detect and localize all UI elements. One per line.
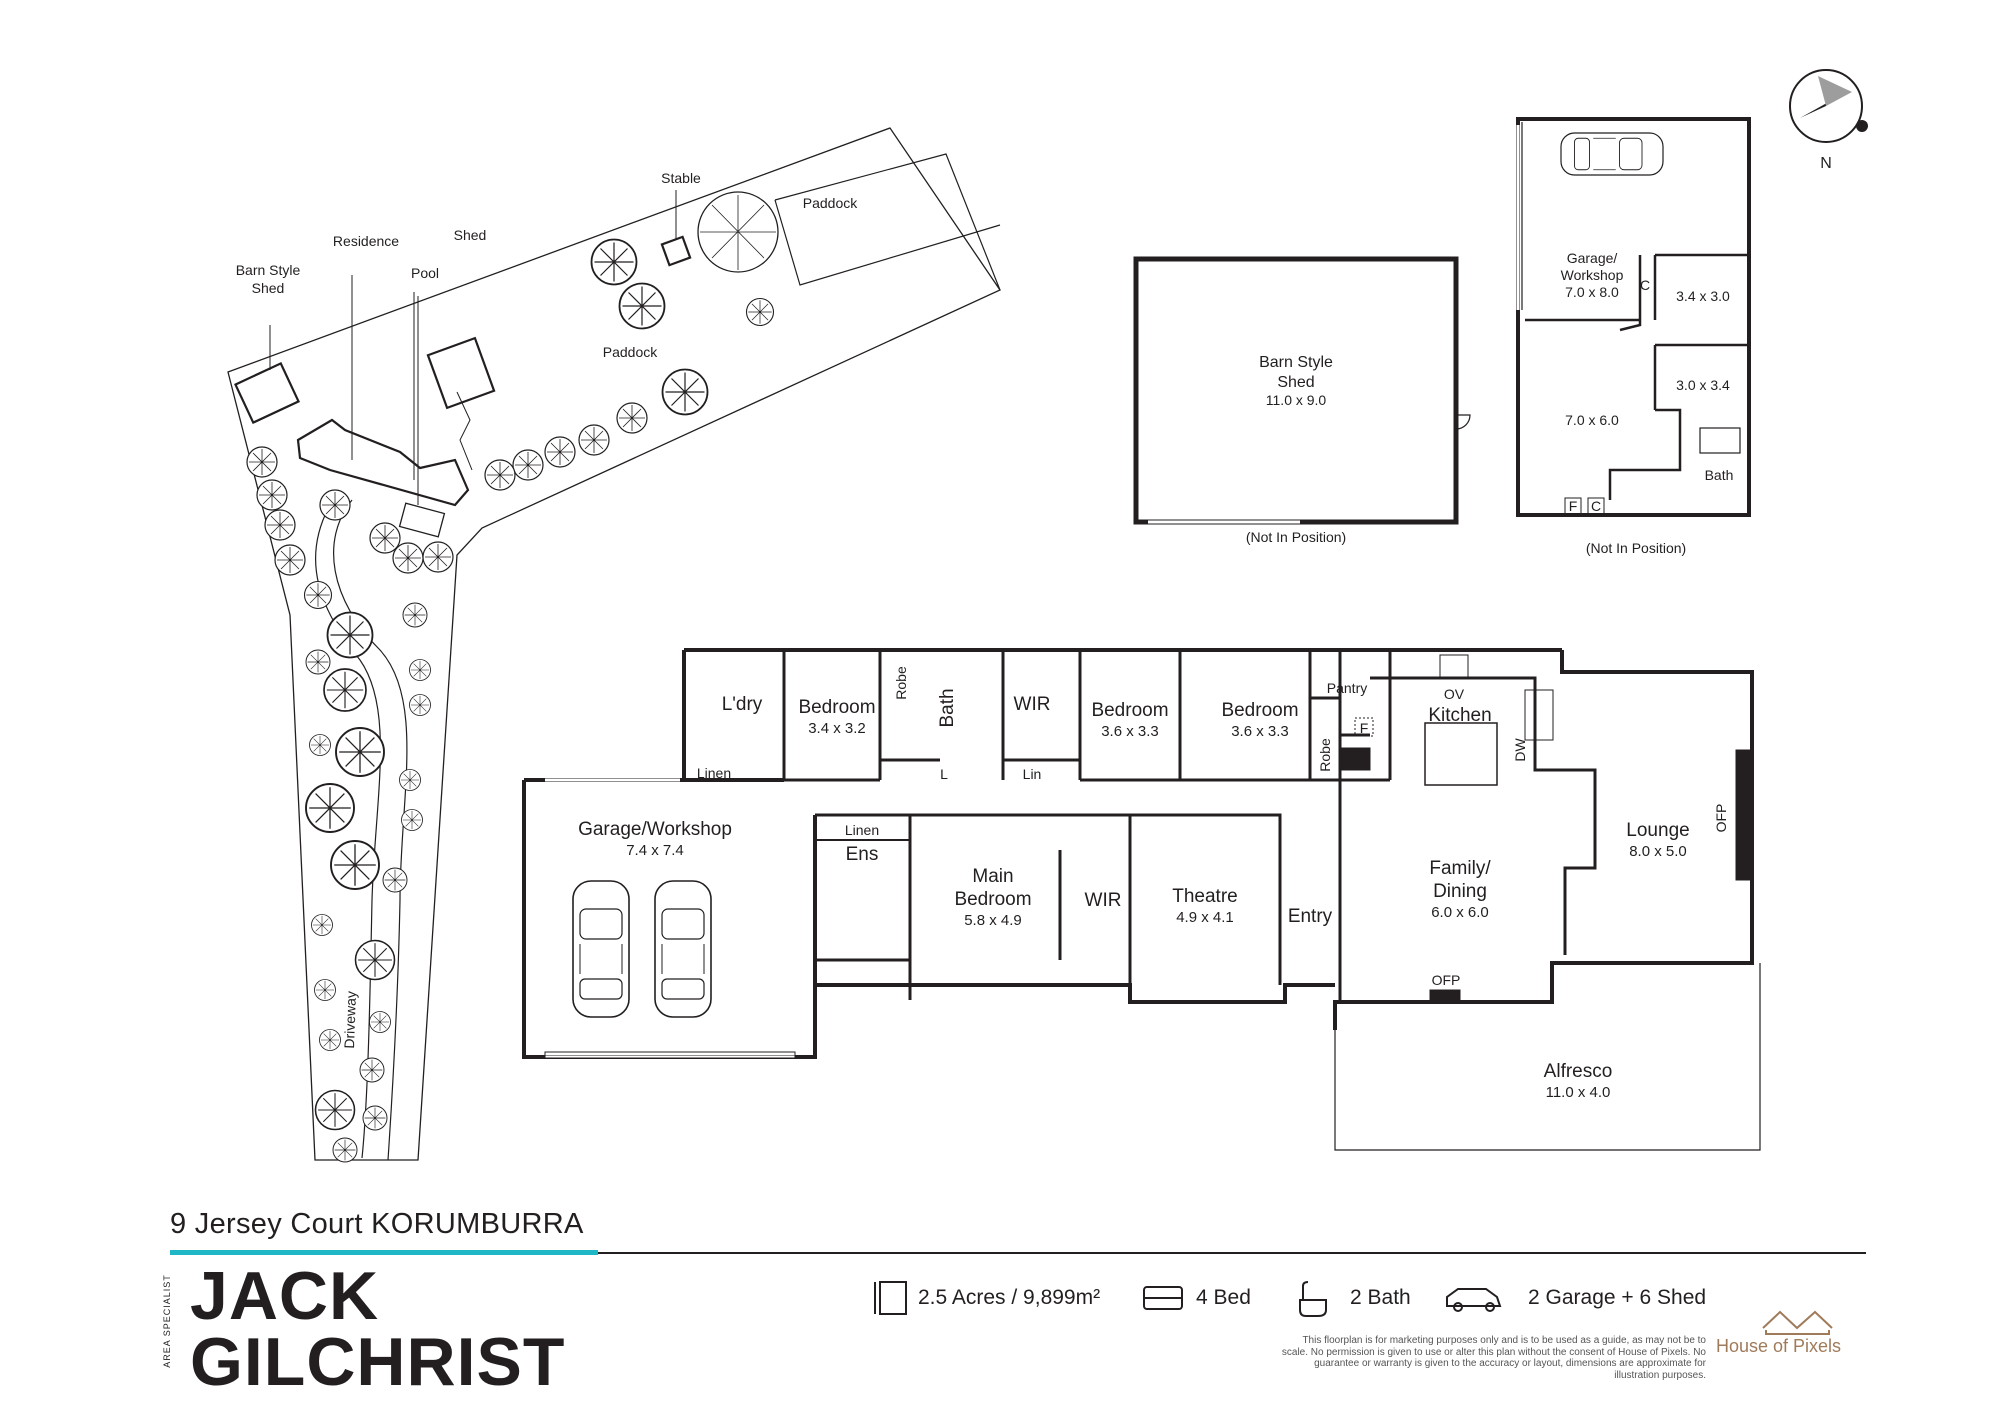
paddock-mid-label: Paddock	[603, 344, 658, 360]
house-cars	[572, 880, 712, 1018]
ofp-side-label: OFP	[1713, 804, 1729, 833]
bedroom-3-label: Bedroom	[1221, 700, 1298, 721]
garage-room-a-dims: 3.4 x 3.0	[1676, 288, 1730, 304]
main-bedroom-label-2: Bedroom	[954, 889, 1031, 910]
site-boundary	[227, 127, 1001, 1161]
bedroom-2-label: Bedroom	[1091, 700, 1168, 721]
wir-2-label: WIR	[1085, 890, 1122, 911]
pool-label: Pool	[411, 265, 439, 281]
garage-building-car	[1560, 132, 1664, 176]
pantry-label: Pantry	[1327, 680, 1367, 696]
theatre-label: Theatre	[1172, 886, 1237, 907]
garage-building-dims: 7.0 x 8.0	[1565, 284, 1619, 300]
barn-shed-label-2: Shed	[252, 280, 285, 296]
bedroom-1-dims: 3.4 x 3.2	[808, 720, 866, 737]
fridge-label: F	[1360, 720, 1369, 736]
garage-building-plan: Garage/ Workshop 7.0 x 8.0 3.4 x 3.0 3.0…	[1516, 117, 1751, 556]
alfresco-label: Alfresco	[1544, 1061, 1613, 1082]
family-label-2: Dining	[1433, 881, 1487, 902]
bath-icon	[1299, 1281, 1327, 1317]
garage-label: Garage/Workshop	[578, 819, 732, 840]
land-size-stat: 2.5 Acres / 9,899m²	[918, 1286, 1101, 1309]
baths-stat: 2 Bath	[1350, 1286, 1411, 1309]
oven-label: OV	[1444, 686, 1465, 702]
compass-label: N	[1820, 155, 1832, 172]
theatre-dims: 4.9 x 4.1	[1176, 909, 1234, 926]
garage-building-name-1: Garage/	[1567, 250, 1618, 266]
bedroom-1-label: Bedroom	[798, 697, 875, 718]
agent-name: JACK GILCHRIST	[190, 1258, 566, 1400]
garage-building-note: (Not In Position)	[1586, 540, 1686, 556]
house-of-pixels-logo	[1762, 1310, 1833, 1335]
house-room-labels: L'dry Linen Bedroom 3.4 x 3.2 Robe Bath …	[578, 666, 1729, 1101]
garage-building-name-2: Workshop	[1561, 267, 1624, 283]
paddock-top-label: Paddock	[803, 195, 858, 211]
agent-tag-text: AREA SPECIALIST	[162, 1274, 172, 1368]
laundry-label: L'dry	[722, 694, 763, 715]
stable-label: Stable	[661, 170, 701, 186]
footer-accent-bar	[170, 1250, 598, 1255]
driveway-label: Driveway	[341, 991, 359, 1049]
site-trees	[246, 191, 779, 1163]
shed-label: Shed	[454, 227, 487, 243]
bedroom-3-dims: 3.6 x 3.3	[1231, 723, 1289, 740]
garage-cupboard2-label: C	[1591, 498, 1601, 514]
family-dims: 6.0 x 6.0	[1431, 904, 1489, 921]
barn-shed-name-1: Barn Style	[1259, 354, 1333, 371]
agent-last-name: GILCHRIST	[190, 1324, 566, 1400]
barn-shed-note: (Not In Position)	[1246, 529, 1346, 545]
lounge-label: Lounge	[1626, 820, 1689, 841]
compass: N	[1789, 69, 1868, 172]
site-labels: Stable Paddock Paddock Residence Shed Po…	[236, 170, 859, 1049]
dishwasher-label: DW	[1512, 738, 1528, 762]
barn-shed-label-1: Barn Style	[236, 262, 301, 278]
robe-1-label: Robe	[893, 666, 909, 700]
house-plan	[522, 648, 1761, 1151]
brand-name: House of Pixels	[1716, 1336, 1842, 1356]
garage-room-b-dims: 3.0 x 3.4	[1676, 377, 1730, 393]
linen-cupboard-label: L	[940, 766, 948, 782]
garage-cupboard-label: C	[1640, 277, 1650, 293]
property-address: 9 Jersey Court KORUMBURRA	[170, 1208, 584, 1240]
garage-dims: 7.4 x 7.4	[626, 842, 684, 859]
land-size-icon	[874, 1281, 907, 1315]
wir-1-label: WIR	[1014, 694, 1051, 715]
garage-room-c-dims: 7.0 x 6.0	[1565, 412, 1619, 428]
bath-label: Bath	[937, 688, 958, 727]
alfresco-dims: 11.0 x 4.0	[1546, 1084, 1611, 1101]
lin-label: Lin	[1023, 766, 1042, 782]
agent-tag: AREA SPECIALIST	[156, 1272, 178, 1382]
agent-first-name: JACK	[190, 1258, 380, 1334]
parking-stat: 2 Garage + 6 Shed	[1528, 1286, 1707, 1309]
site-plan	[227, 127, 1001, 1161]
beds-stat: 4 Bed	[1196, 1286, 1251, 1309]
linen-label-2: Linen	[845, 822, 879, 838]
bed-icon	[1143, 1286, 1183, 1310]
footer-divider	[170, 1252, 1866, 1254]
barn-shed-name-2: Shed	[1277, 374, 1314, 391]
car-icon	[1446, 1288, 1502, 1312]
family-label-1: Family/	[1429, 858, 1491, 879]
residence-label: Residence	[333, 233, 399, 249]
robe-2-label: Robe	[1317, 738, 1333, 772]
paddock-fence	[774, 153, 1001, 291]
barn-shed-plan: Barn Style Shed 11.0 x 9.0 (Not In Posit…	[1133, 256, 1471, 545]
disclaimer: This floorplan is for marketing purposes…	[1281, 1335, 1706, 1381]
lounge-dims: 8.0 x 5.0	[1629, 843, 1687, 860]
barn-shed-dims: 11.0 x 9.0	[1266, 392, 1327, 408]
ensuite-label: Ens	[846, 844, 879, 865]
entry-label: Entry	[1288, 906, 1333, 927]
kitchen-label: Kitchen	[1428, 705, 1491, 726]
linen-label-1: Linen	[697, 765, 731, 781]
main-bedroom-dims: 5.8 x 4.9	[964, 912, 1022, 929]
main-bedroom-label-1: Main	[972, 866, 1013, 887]
garage-fridge-label: F	[1569, 498, 1578, 514]
ofp-bottom-label: OFP	[1432, 972, 1461, 988]
bedroom-2-dims: 3.6 x 3.3	[1101, 723, 1159, 740]
garage-bath-label: Bath	[1705, 467, 1734, 483]
